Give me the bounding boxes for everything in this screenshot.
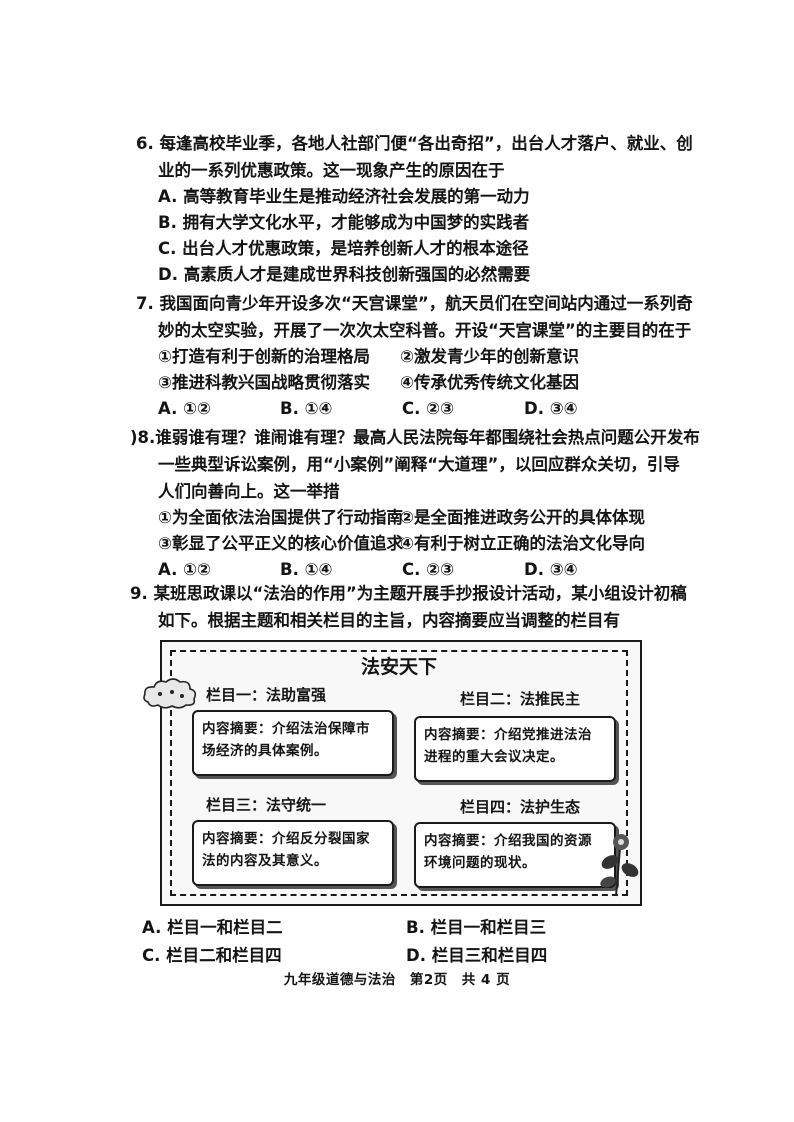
question-6: 6. 每逢高校毕业季，各地人社部门便“各出奇招”，出台人才落户、就业、创 业的一… <box>136 130 693 288</box>
statement-1: ①打造有利于创新的治理格局 <box>158 347 370 366</box>
column-3-summary-line: 内容摘要：介绍反分裂国家 <box>202 831 370 847</box>
question-number: 6. <box>136 134 154 153</box>
column-1-summary-line: 场经济的具体案例。 <box>202 743 328 759</box>
question-text: 某班思政课以“法治的作用”为主题开展手抄报设计活动，某小组设计初稿 <box>153 584 687 603</box>
question-number: )8. <box>130 428 156 447</box>
question-text: 人们向善向上。这一举措 <box>158 482 340 501</box>
cloud-decoration-icon <box>143 678 197 709</box>
question-text: 一些典型诉讼案例，用“小案例”阐释“大道理”，以回应群众关切，引导 <box>158 455 680 474</box>
statement-row: ③彰显了公平正义的核心价值追求 ④有利于树立正确的法治文化导向 <box>130 531 670 557</box>
column-1-title: 栏目一：法助富强 <box>206 686 327 704</box>
column-2-summary-line: 进程的重大会议决定。 <box>424 749 564 765</box>
column-1-summary-line: 内容摘要：介绍法治保障市 <box>202 721 370 737</box>
option-c: C. 栏目二和栏目四 <box>142 946 282 965</box>
column-3-title: 栏目三：法守统一 <box>206 796 327 814</box>
choice-b: B. ①④ <box>280 560 333 579</box>
question-text: 如下。根据主题和相关栏目的主旨，内容摘要应当调整的栏目有 <box>158 611 620 630</box>
poster-title: 法安天下 <box>360 656 437 678</box>
statement-4: ④传承优秀传统文化基因 <box>400 373 579 392</box>
option-d: D. 栏目三和栏目四 <box>406 946 548 965</box>
choice-c: C. ②③ <box>402 560 455 579</box>
statement-row: ③推进科教兴国战略贯彻落实 ④传承优秀传统文化基因 <box>136 370 676 396</box>
question-text: 每逢高校毕业季，各地人社部门便“各出奇招”，出台人才落户、就业、创 <box>159 134 693 153</box>
statement-3: ③彰显了公平正义的核心价值追求 <box>158 534 403 553</box>
choice-row: A. ①② B. ①④ C. ②③ D. ③④ <box>130 557 670 583</box>
column-4-title: 栏目四：法护生态 <box>460 798 581 816</box>
option-b: B. 拥有大学文化水平，才能够成为中国梦的实践者 <box>158 213 530 232</box>
question-text: 我国面向青少年开设多次“天宫课堂”，航天员们在空间站内通过一系列奇 <box>159 294 693 313</box>
column-4-summary-line: 环境问题的现状。 <box>424 855 536 871</box>
statement-4: ④有利于树立正确的法治文化导向 <box>400 534 645 553</box>
question-9: 9. 某班思政课以“法治的作用”为主题开展手抄报设计活动，某小组设计初稿 如下。… <box>130 580 687 634</box>
choice-b: B. ①④ <box>280 399 333 418</box>
option-a: A. 高等教育毕业生是推动经济社会发展的第一动力 <box>158 187 530 206</box>
question-number: 7. <box>136 294 154 313</box>
option-c: C. 出台人才优惠政策，是培养创新人才的根本途径 <box>158 239 529 258</box>
choice-d: D. ③④ <box>524 560 578 579</box>
question-7: 7. 我国面向青少年开设多次“天宫课堂”，航天员们在空间站内通过一系列奇 妙的太… <box>136 290 693 422</box>
option-d: D. 高素质人才是建成世界科技创新强国的必然需要 <box>158 265 531 284</box>
page-footer: 九年级道德与法治 第2页 共 4 页 <box>283 972 511 988</box>
option-b: B. 栏目一和栏目三 <box>406 918 547 937</box>
question-text: 妙的太空实验，开展了一次次太空科普。开设“天宫课堂”的主要目的在于 <box>158 321 692 340</box>
question-8: )8.谁弱谁有理？谁闹谁有理？最高人民法院每年都围绕社会热点问题公开发布 一些典… <box>130 424 700 583</box>
plant-decoration-icon <box>600 834 639 897</box>
column-4-summary-box: 内容摘要：介绍我国的资源环境问题的现状。 <box>414 822 616 888</box>
poster-dashed-border <box>170 650 628 896</box>
column-4-summary-line: 内容摘要：介绍我国的资源 <box>424 833 592 849</box>
statement-row: ①打造有利于创新的治理格局 ②激发青少年的创新意识 <box>136 344 676 370</box>
statement-1: ①为全面依法治国提供了行动指南 <box>158 508 403 527</box>
column-2-summary-line: 内容摘要：介绍党推进法治 <box>424 727 592 743</box>
choice-d: D. ③④ <box>524 399 578 418</box>
choice-c: C. ②③ <box>402 399 455 418</box>
column-2-summary-box: 内容摘要：介绍党推进法治进程的重大会议决定。 <box>414 716 616 782</box>
statement-3: ③推进科教兴国战略贯彻落实 <box>158 373 370 392</box>
question-number: 9. <box>130 584 148 603</box>
column-3-summary-box: 内容摘要：介绍反分裂国家法的内容及其意义。 <box>192 820 394 886</box>
statement-2: ②是全面推进政务公开的具体体现 <box>400 508 645 527</box>
statement-2: ②激发青少年的创新意识 <box>400 347 579 366</box>
column-3-summary-line: 法的内容及其意义。 <box>202 853 328 869</box>
poster-figure: 法安天下 栏目一：法助富强 栏目二：法推民主 内容摘要：介绍法治保障市场经济的具… <box>143 640 646 910</box>
choice-a: A. ①② <box>158 560 212 579</box>
choice-row: A. ①② B. ①④ C. ②③ D. ③④ <box>136 396 676 422</box>
question-text: 谁弱谁有理？谁闹谁有理？最高人民法院每年都围绕社会热点问题公开发布 <box>155 428 700 447</box>
column-1-summary-box: 内容摘要：介绍法治保障市场经济的具体案例。 <box>192 710 394 776</box>
column-2-title: 栏目二：法推民主 <box>460 690 581 708</box>
option-a: A. 栏目一和栏目二 <box>142 918 283 937</box>
choice-a: A. ①② <box>158 399 212 418</box>
question-text: 业的一系列优惠政策。这一现象产生的原因在于 <box>158 161 505 180</box>
statement-row: ①为全面依法治国提供了行动指南 ②是全面推进政务公开的具体体现 <box>130 505 670 531</box>
